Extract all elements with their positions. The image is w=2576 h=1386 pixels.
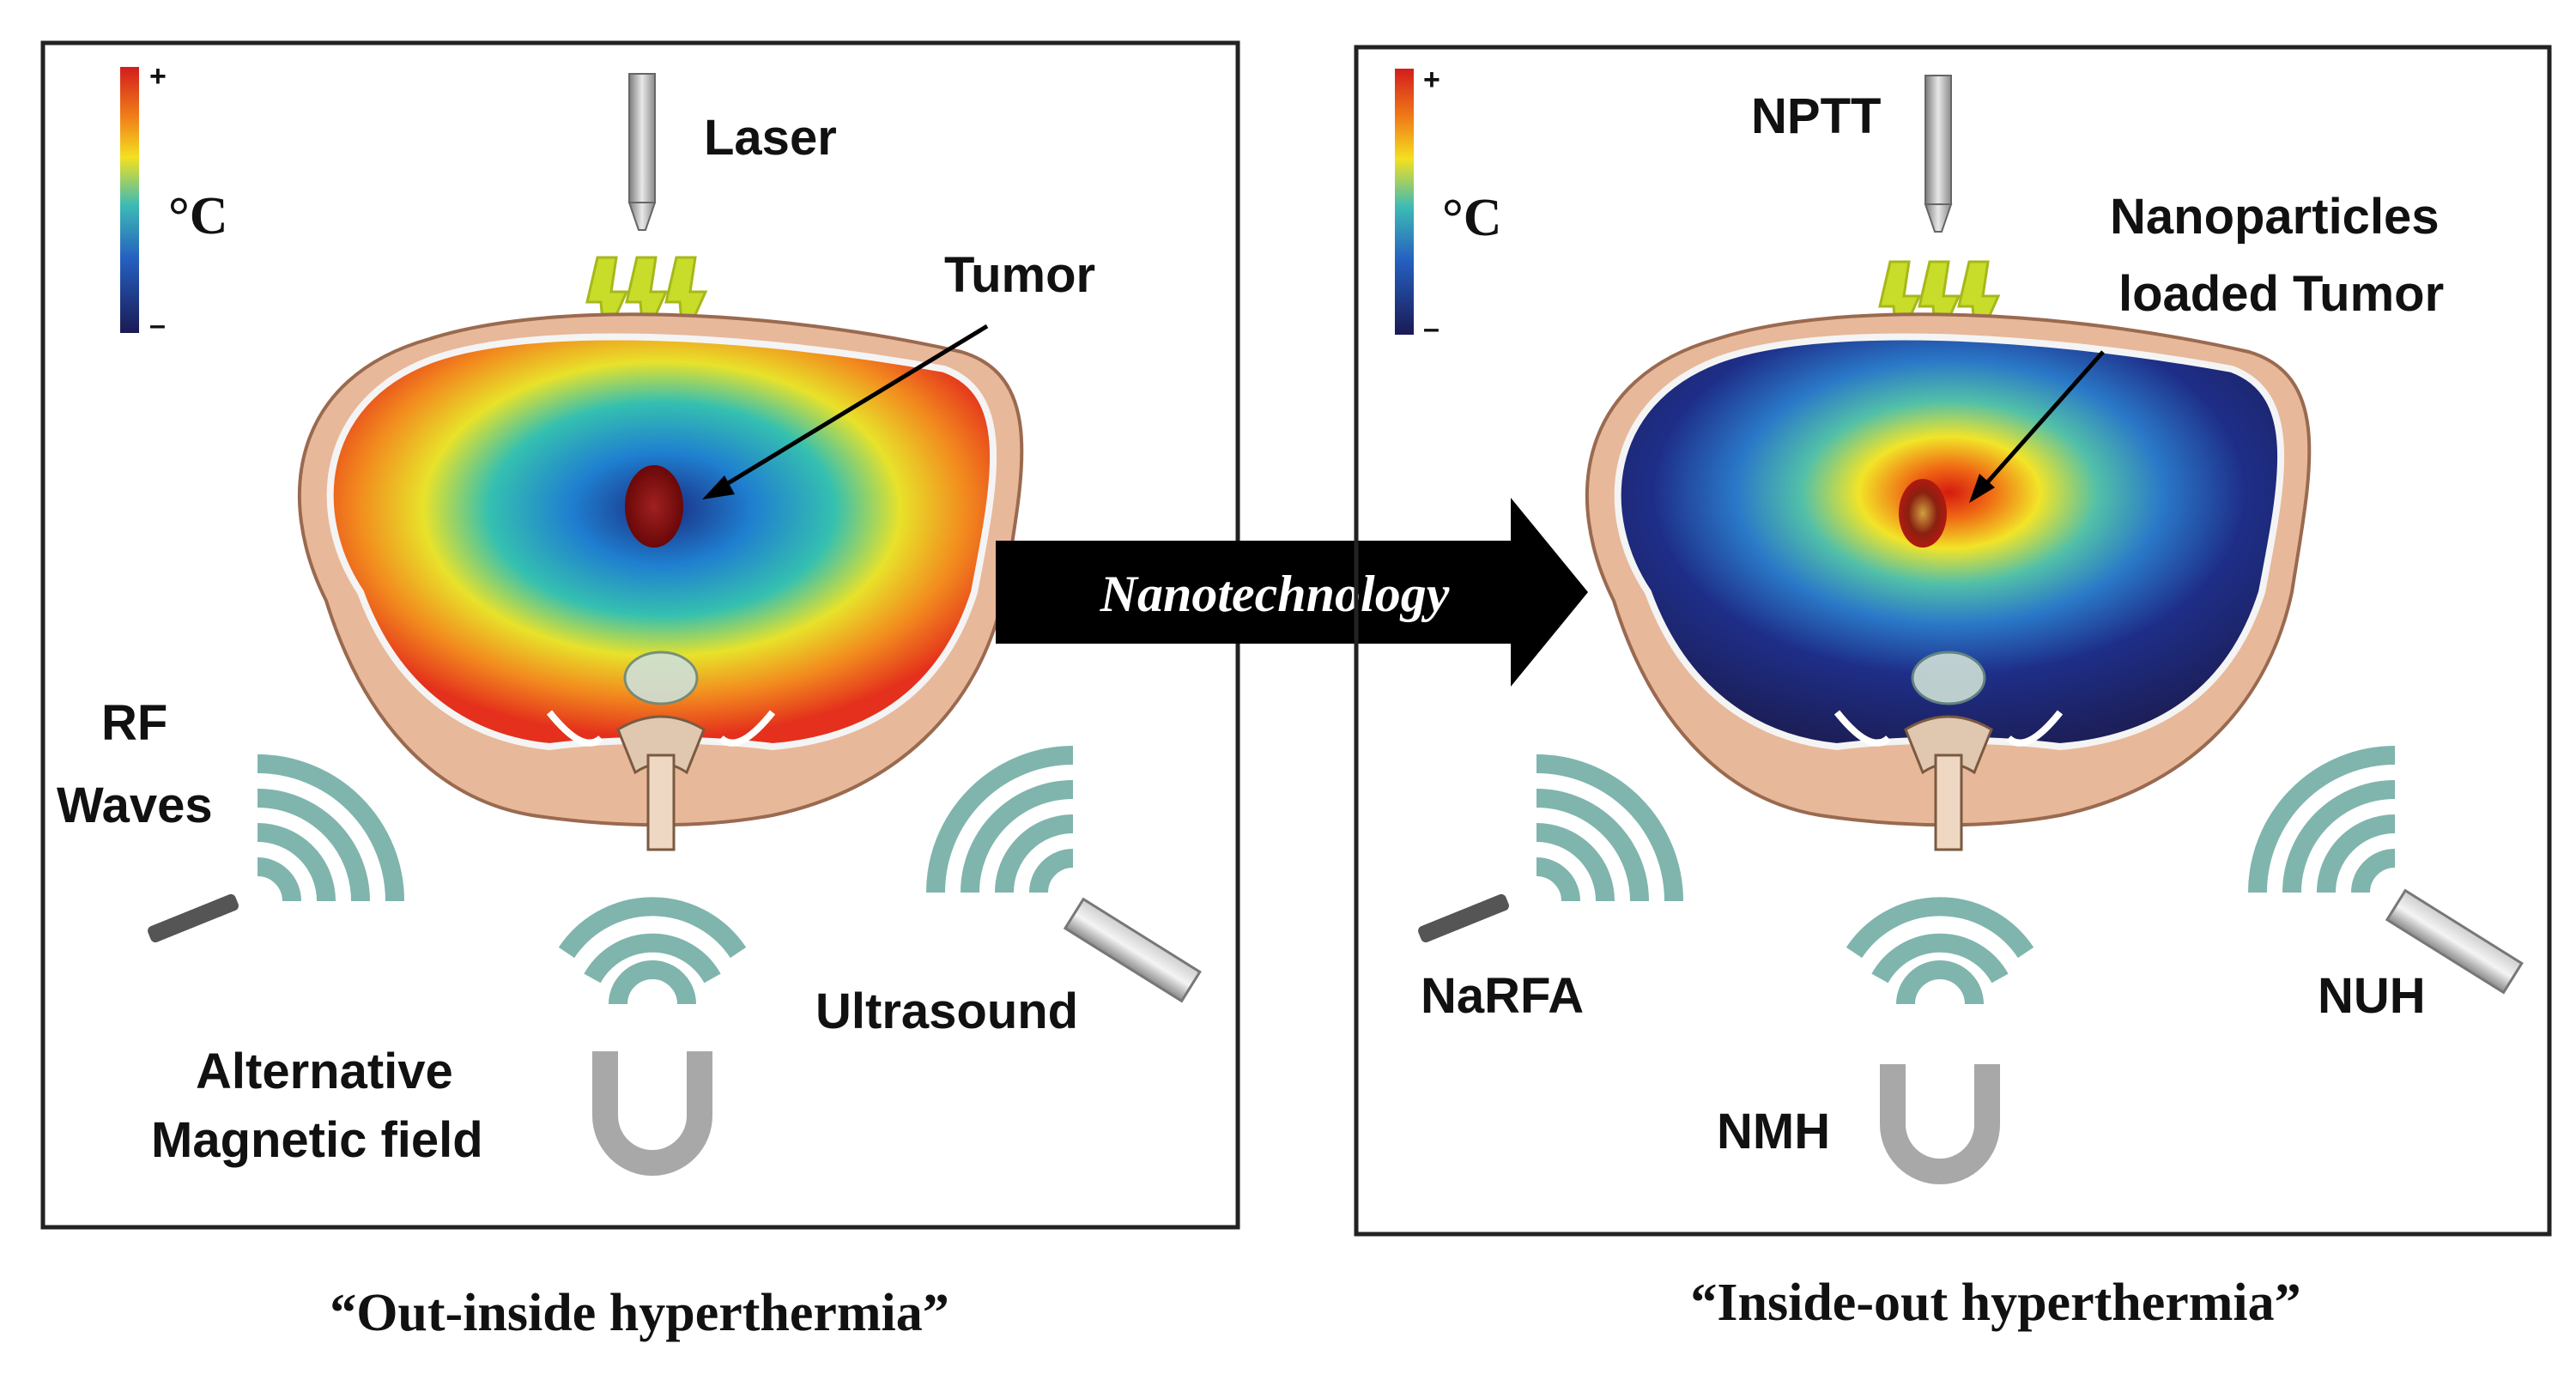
scale-plus: + [1423, 64, 1440, 96]
tumor-icon [625, 465, 683, 548]
magnetic-label-line2: Magnetic field [151, 1112, 483, 1168]
right-caption: “Inside-out hyperthermia” [1690, 1274, 2300, 1332]
laser-label: Laser [704, 110, 837, 166]
horseshoe-magnet-icon [1880, 1064, 2000, 1184]
horseshoe-magnet-icon [592, 1051, 712, 1176]
ultrasound-label: Ultrasound [815, 984, 1078, 1039]
wave-icon [257, 754, 404, 902]
left-caption: “Out-inside hyperthermia” [330, 1284, 949, 1342]
wave-icon [558, 897, 747, 1005]
scale-bar [120, 67, 139, 333]
scale-minus: – [149, 309, 166, 342]
laser-probe-icon [627, 73, 657, 231]
arrow-right-icon [996, 498, 1588, 687]
temperature-scale-left: + – °C [120, 60, 228, 342]
nanotechnology-label: Nanotechnology [1100, 566, 1450, 622]
rf-antenna-icon [1418, 893, 1509, 943]
body-cross-section-right [1585, 312, 2312, 851]
scale-minus: – [1423, 312, 1440, 345]
scale-unit: °C [168, 187, 228, 245]
scale-bar [1395, 69, 1414, 335]
scale-plus: + [149, 60, 167, 93]
np-tumor-label-line1: Nanoparticles [2110, 189, 2440, 245]
nptt-label: NPTT [1751, 88, 1881, 144]
tumor-pointer-arrow [1969, 350, 2105, 503]
laser-probe-icon [1924, 75, 1953, 233]
tumor-label: Tumor [944, 247, 1095, 303]
temperature-scale-right: + – °C [1395, 64, 1502, 345]
right-panel-frame [1354, 45, 2552, 1237]
nmh-label: NMH [1717, 1104, 1830, 1159]
wave-icon [926, 746, 1074, 893]
nanoparticle-tumor-icon [1899, 479, 1947, 548]
scale-unit: °C [1442, 189, 1502, 247]
rf-antenna-icon [148, 893, 239, 943]
ultrasound-probe-icon [2385, 888, 2524, 995]
spine-icon [1834, 651, 2064, 851]
spine-icon [546, 651, 776, 851]
tumor-pointer-arrow [702, 324, 989, 499]
rf-label-line1: RF [101, 695, 167, 751]
narfa-label: NaRFA [1421, 968, 1584, 1024]
nuh-label: NUH [2318, 968, 2426, 1024]
wave-icon [1846, 897, 2034, 1005]
ultrasound-probe-icon [1063, 897, 1202, 1003]
rf-label-line2: Waves [57, 778, 213, 833]
np-tumor-label-line2: loaded Tumor [2118, 266, 2444, 322]
light-beam-icon [585, 256, 708, 347]
magnetic-label-line1: Alternative [196, 1044, 453, 1099]
body-cross-section-left [297, 312, 1024, 851]
wave-icon [2248, 746, 2396, 893]
wave-icon [1536, 754, 1683, 902]
